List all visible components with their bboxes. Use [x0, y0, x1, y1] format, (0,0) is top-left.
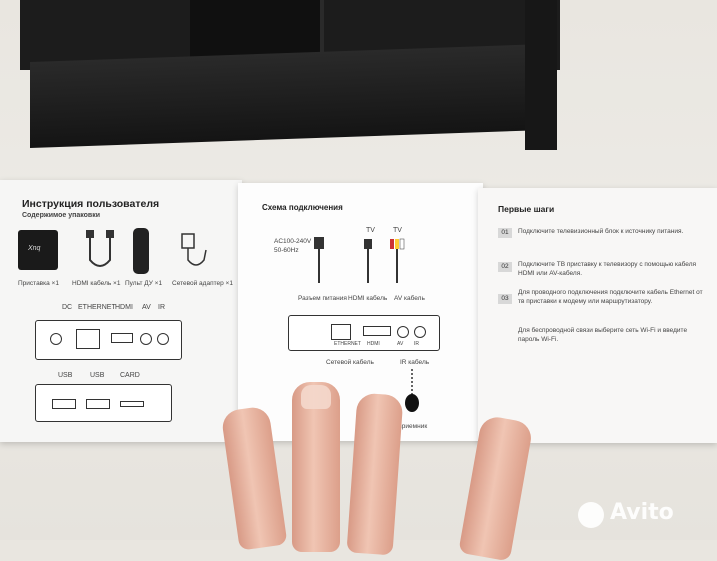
ethernet-port-2: [331, 324, 351, 340]
tv-label-2: TV: [393, 227, 402, 234]
remote-icon: [133, 228, 149, 274]
finger-middle: [292, 382, 340, 552]
nail-middle: [301, 385, 331, 409]
device-back-diagram: [35, 320, 182, 360]
item-box: Приставка ×1: [18, 280, 59, 287]
hdmi-port-2: [363, 326, 391, 336]
card-slot: [120, 401, 144, 407]
ir-port: [157, 333, 169, 345]
usb-port-2: [86, 399, 110, 409]
device-connection-diagram: [288, 315, 440, 351]
step-1-text: Подключите телевизионный блок к источник…: [518, 228, 684, 235]
tv-box-icon: Xnq: [18, 230, 58, 270]
hdmi-cable-icon: [86, 230, 114, 267]
label-power: Разъем питания: [298, 295, 347, 302]
device-logo: Xnq: [28, 245, 41, 252]
panel3-title: Первые шаги: [498, 204, 555, 214]
usb-port-1: [52, 399, 76, 409]
port-label-dc: DC: [62, 304, 73, 311]
wifi-note: Для беспроводной связи выберите сеть Wi-…: [518, 327, 688, 343]
port-label-av: AV: [142, 304, 151, 311]
port-label-card: CARD: [120, 372, 140, 379]
item-remote: Пульт ДУ ×1: [125, 280, 163, 287]
box-front-flap: [30, 43, 550, 148]
port-label-ethernet: ETHERNET: [78, 304, 116, 311]
tv-label-1: TV: [366, 227, 375, 234]
port-label-ethernet-2: ETHERNET: [334, 341, 361, 347]
box-side: [525, 0, 557, 150]
ethernet-port: [76, 329, 100, 349]
panel2-title: Схема подключения: [262, 203, 343, 212]
power-spec: AC100-240V 50-60Hz: [274, 238, 312, 254]
label-ir-receiver: ИК приемник: [388, 423, 428, 430]
manual-panel-3: Первые шаги 01 Подключите телевизионный …: [478, 188, 717, 443]
device-side-diagram: [35, 384, 172, 422]
dc-port: [50, 333, 62, 345]
port-label-hdmi: HDMI: [115, 304, 133, 311]
av-port: [140, 333, 152, 345]
hdmi-port: [111, 333, 133, 343]
port-label-hdmi-2: HDMI: [367, 341, 380, 347]
manual-panel-1: Инструкция пользователя Содержимое упако…: [0, 180, 242, 442]
port-label-ir-2: IR: [414, 341, 419, 347]
ir-port-2: [414, 326, 426, 338]
panel1-subtitle: Содержимое упаковки: [22, 212, 101, 219]
label-hdmi: HDMI кабель: [348, 295, 388, 302]
port-label-usb2: USB: [90, 372, 105, 379]
step-2-num: 02: [498, 262, 512, 272]
av-port-2: [397, 326, 409, 338]
ir-cable-diagram: [405, 369, 419, 412]
avito-watermark: Avito: [610, 500, 674, 525]
item-hdmi: HDMI кабель ×1: [72, 280, 121, 287]
panel1-title: Инструкция пользователя: [22, 198, 160, 210]
item-adapter: Сетевой адаптер ×1: [172, 280, 233, 287]
finger-ring: [346, 392, 404, 556]
label-ir-cable: IR кабель: [400, 359, 430, 366]
avito-logo-icon: [578, 502, 604, 528]
step-3-text: Для проводного подключения подключите ка…: [518, 289, 703, 305]
step-3-num: 03: [498, 294, 512, 304]
manual-panel-2: Схема подключения AC100-240V 50-60Hz TV …: [238, 183, 483, 441]
port-label-av-2: AV: [397, 341, 404, 347]
step-1-num: 01: [498, 228, 512, 238]
step-2-text: Подключите ТВ приставку к телевизору с п…: [518, 261, 697, 277]
label-lan: Сетевой кабель: [326, 359, 374, 366]
port-label-usb1: USB: [58, 372, 73, 379]
label-av: AV кабель: [394, 295, 425, 302]
port-label-ir: IR: [158, 304, 165, 311]
connection-cables-diagram: [314, 237, 405, 283]
power-adapter-icon: [181, 233, 207, 266]
